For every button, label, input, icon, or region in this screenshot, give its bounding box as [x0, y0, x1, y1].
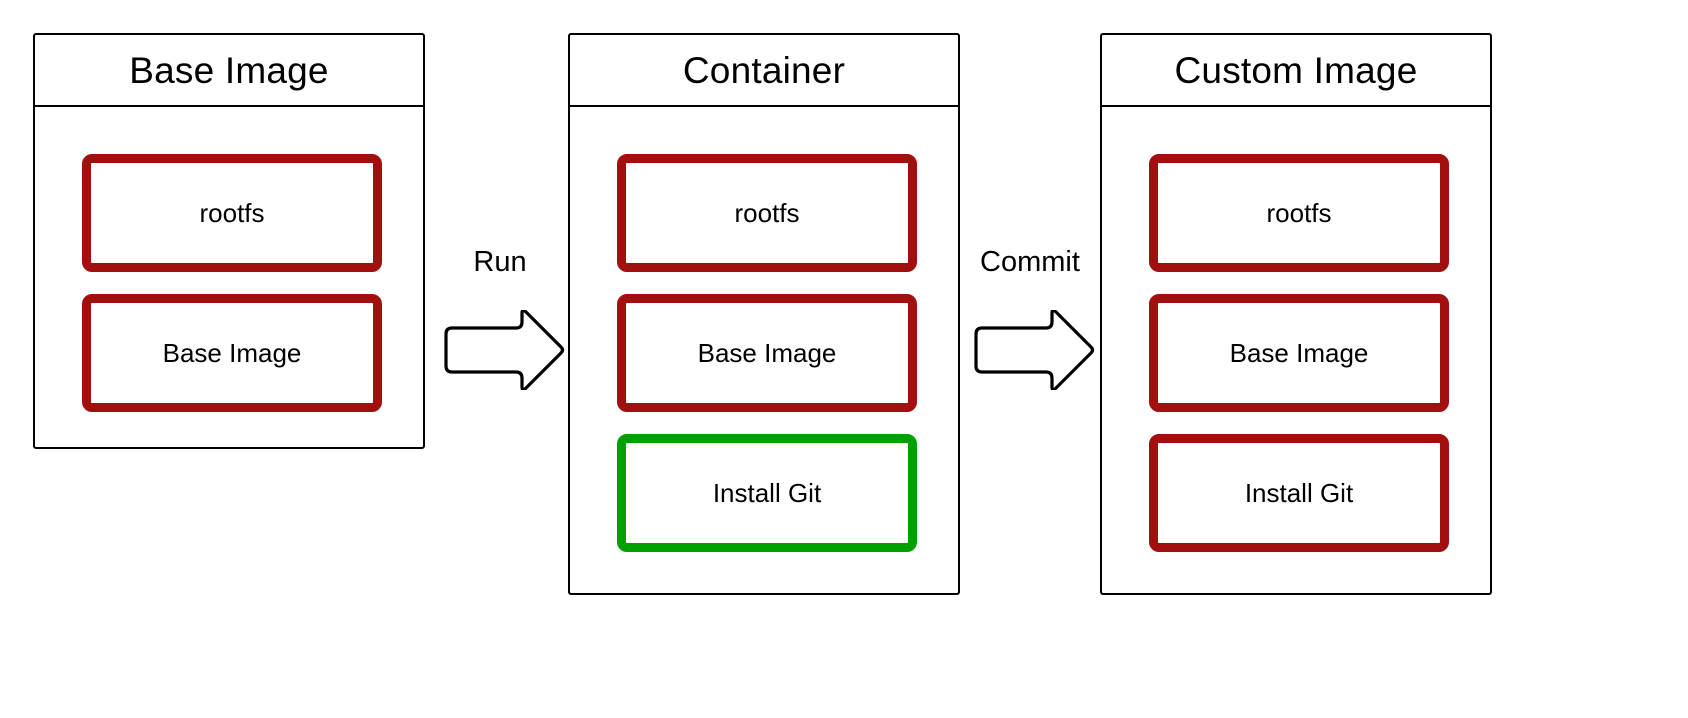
panel-custom-image-body: rootfs Base Image Install Git: [1102, 107, 1490, 593]
layer-box-install-git[interactable]: Install Git: [1149, 434, 1449, 552]
panel-container: Container rootfs Base Image Install Git: [568, 33, 960, 595]
panel-container-body: rootfs Base Image Install Git: [570, 107, 958, 593]
layer-label: rootfs: [1266, 198, 1332, 228]
run-arrow-icon: [444, 310, 565, 390]
panel-custom-image: Custom Image rootfs Base Image Install G…: [1100, 33, 1492, 595]
arrow-group-run: Run: [430, 240, 570, 390]
commit-arrow-icon: [974, 310, 1095, 390]
panel-base-image-body: rootfs Base Image: [35, 107, 423, 447]
arrow-group-commit: Commit: [960, 240, 1100, 390]
layer-box-base-image[interactable]: Base Image: [82, 294, 382, 412]
layer-box-rootfs[interactable]: rootfs: [1149, 154, 1449, 272]
layer-label: Base Image: [162, 338, 302, 368]
arrow-label-run: Run: [473, 246, 527, 278]
panel-custom-image-title: Custom Image: [1102, 35, 1490, 107]
panel-base-image: Base Image rootfs Base Image: [33, 33, 425, 449]
arrow-label-commit: Commit: [980, 246, 1080, 278]
layer-label: rootfs: [734, 198, 800, 228]
layer-label: Base Image: [1229, 338, 1369, 368]
layer-label: rootfs: [199, 198, 265, 228]
layer-label: Install Git: [712, 478, 822, 508]
layer-label: Install Git: [1244, 478, 1354, 508]
layer-box-base-image[interactable]: Base Image: [1149, 294, 1449, 412]
panel-base-image-title: Base Image: [35, 35, 423, 107]
panel-container-title: Container: [570, 35, 958, 107]
layer-box-install-git[interactable]: Install Git: [617, 434, 917, 552]
layer-box-rootfs[interactable]: rootfs: [82, 154, 382, 272]
layer-label: Base Image: [697, 338, 837, 368]
layer-box-rootfs[interactable]: rootfs: [617, 154, 917, 272]
layer-box-base-image[interactable]: Base Image: [617, 294, 917, 412]
